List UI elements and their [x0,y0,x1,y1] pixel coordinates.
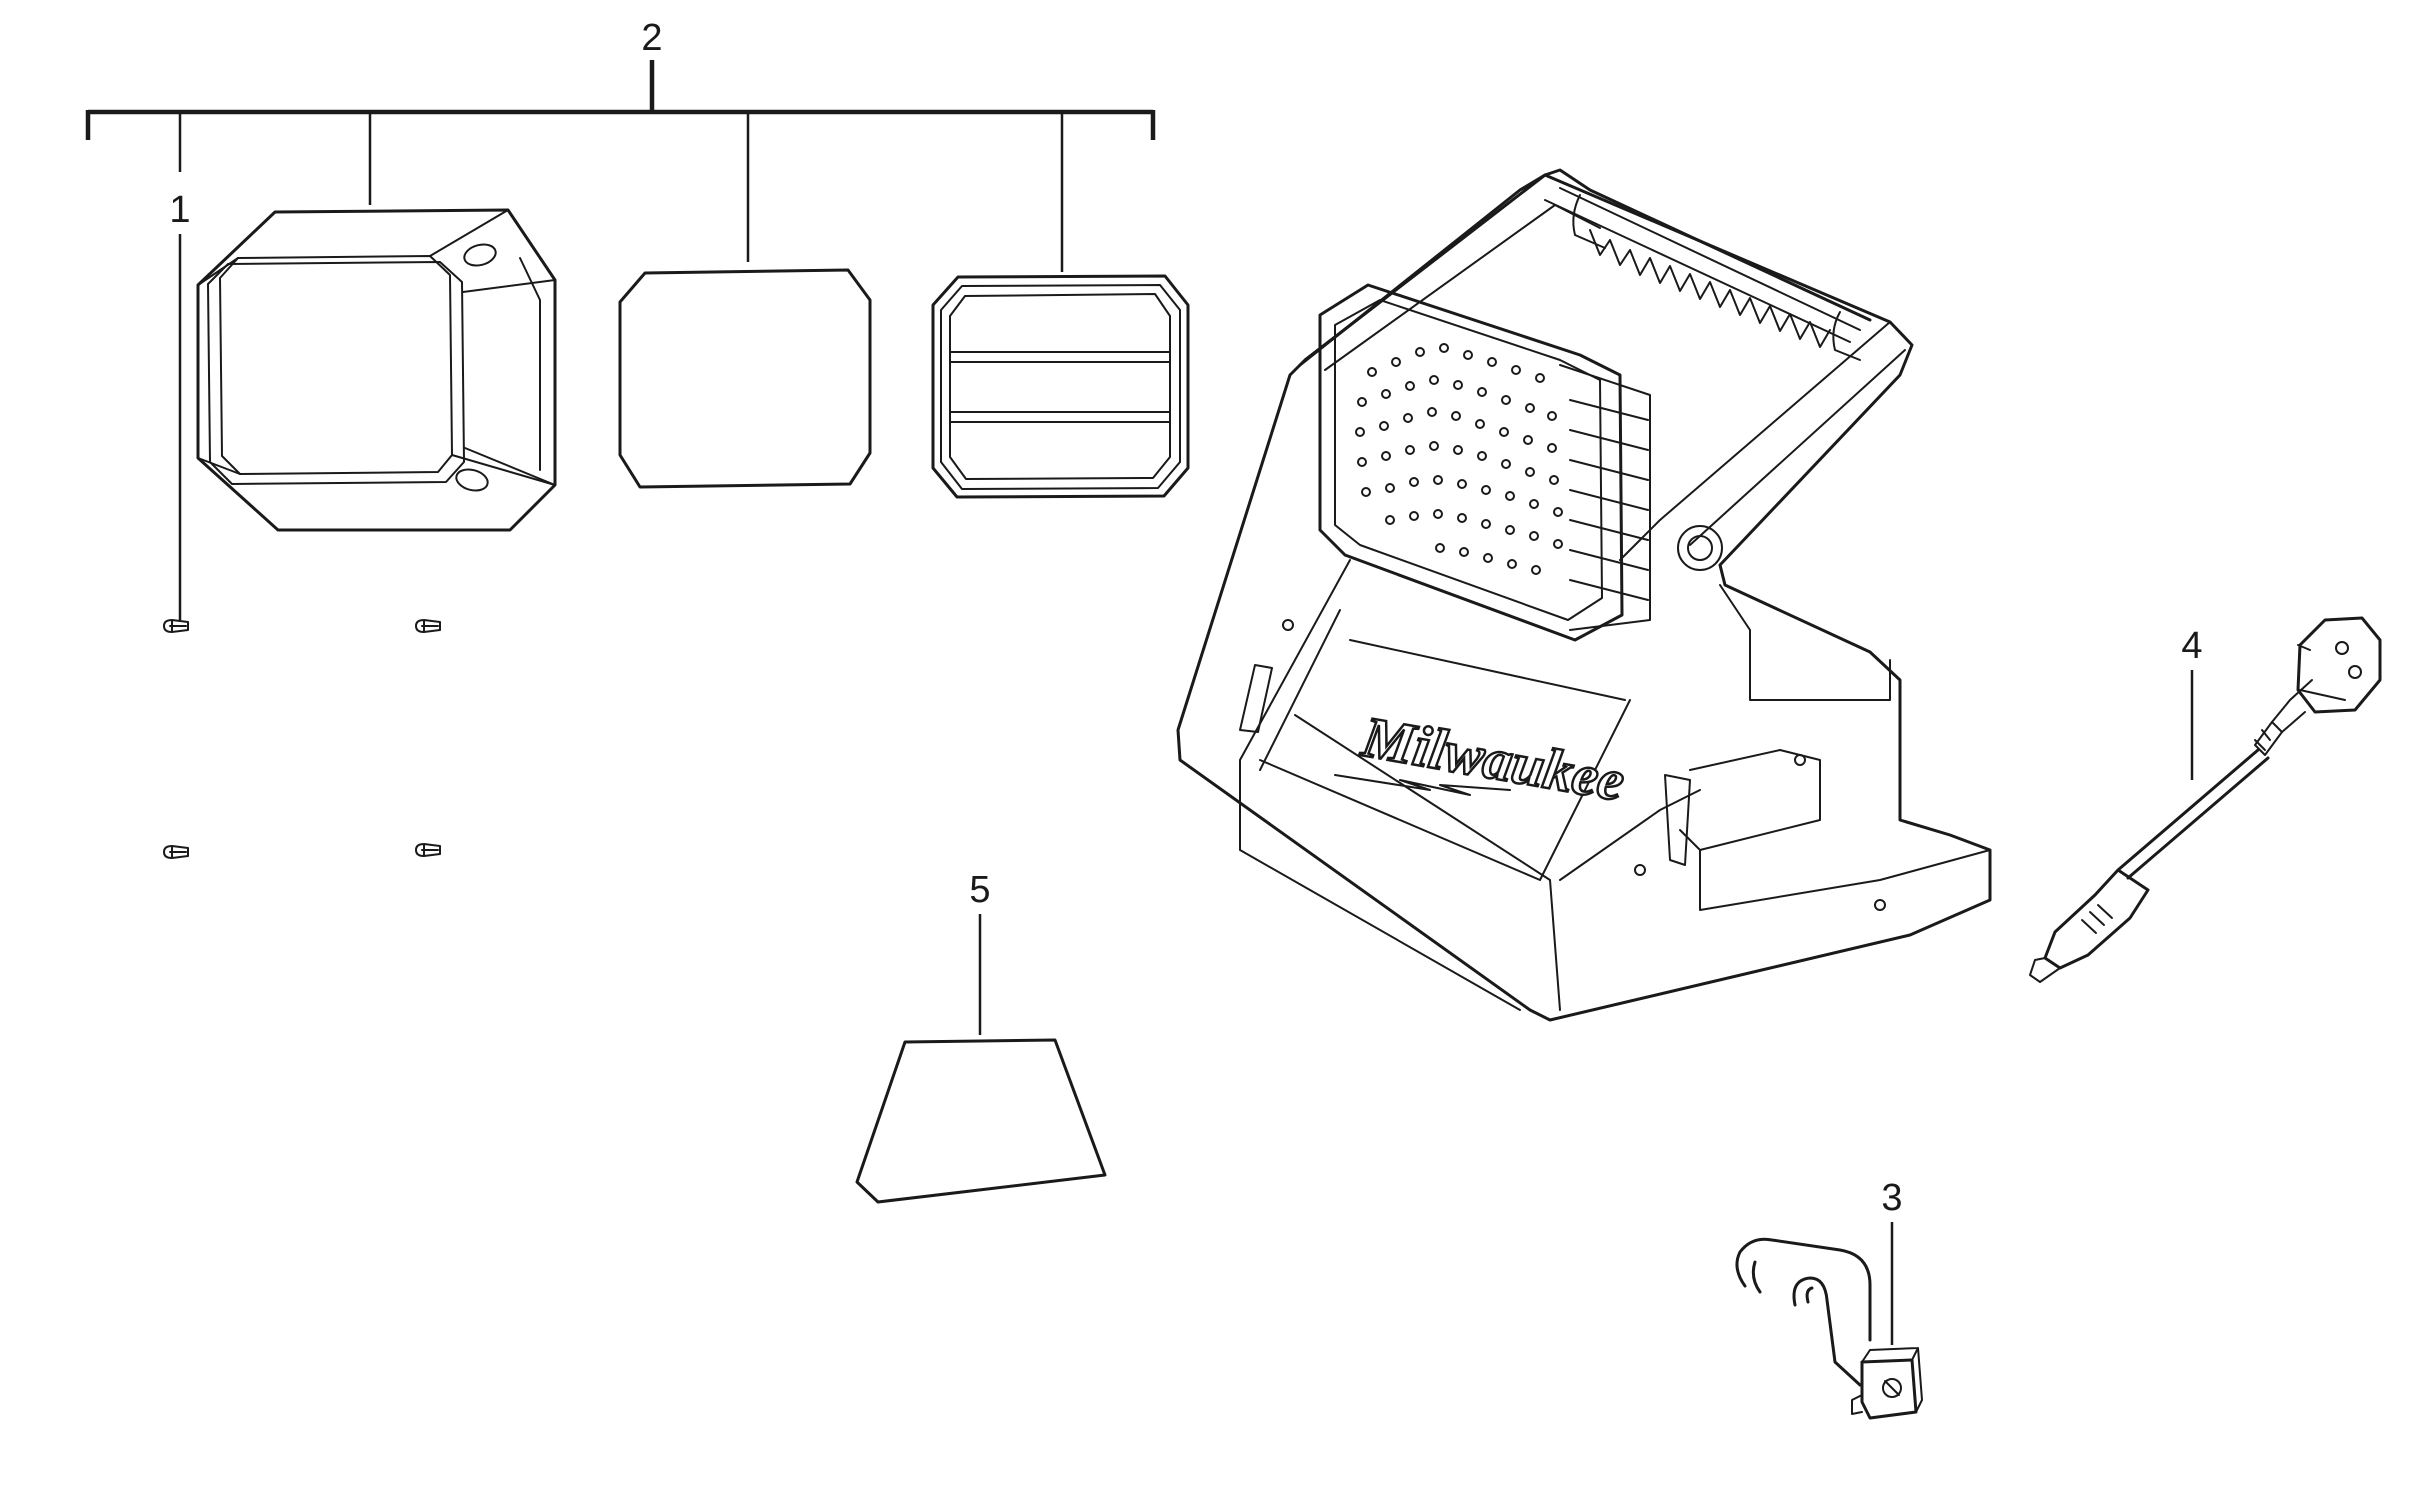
callout-4: 4 [2181,625,2202,667]
label-plate [855,1038,1107,1204]
callout-3: 3 [1881,1177,1902,1219]
milwaukee-logo: Milwaukee [1334,702,1630,815]
heat-sink-fins [1559,364,1651,631]
front-housing-frame [196,208,557,532]
callout-2: 2 [641,17,662,59]
reflector-lens [931,274,1190,499]
bracket-callout-2 [85,60,1156,272]
callout-5: 5 [969,869,990,911]
handle-grip-ridges [1589,229,1831,348]
screw-4 [415,843,441,857]
flat-lens [618,268,872,489]
power-cord [2029,616,2382,983]
wire-harness [1735,1237,1923,1420]
screw-1 [163,619,189,633]
callout-1: 1 [169,189,190,231]
work-light-body: Milwaukee [1176,168,1992,1022]
screw-2 [415,619,441,633]
svg-text:Milwaukee: Milwaukee [1357,704,1629,814]
led-array [1355,343,1563,575]
screw-3 [163,845,189,859]
